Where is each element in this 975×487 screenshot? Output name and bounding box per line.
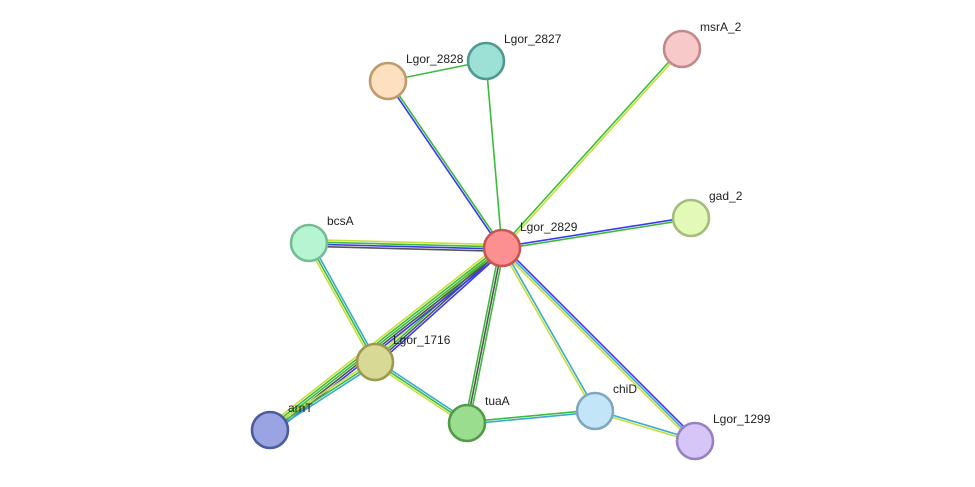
node-label: Lgor_2829 <box>520 220 578 234</box>
node-circle[interactable] <box>250 410 290 450</box>
edge-line <box>501 247 696 442</box>
node-circle[interactable] <box>671 198 711 238</box>
edge-line <box>502 218 692 250</box>
node-Lgor_2829[interactable]: Lgor_2829 <box>482 220 578 268</box>
node-circle[interactable] <box>355 342 395 382</box>
edge-line <box>308 245 502 253</box>
edge-line <box>466 409 595 423</box>
node-circle[interactable] <box>575 391 615 431</box>
node-label: arnT <box>288 401 313 415</box>
edge-Lgor_2829-Lgor_1299 <box>499 245 698 444</box>
node-circle[interactable] <box>289 223 329 263</box>
edge-line <box>499 248 695 444</box>
edge-line <box>485 60 503 249</box>
edge-line <box>500 248 595 412</box>
node-circle[interactable] <box>675 421 715 461</box>
edge-tuaA-chiD <box>466 409 596 425</box>
edge-Lgor_2829-tuaA <box>464 247 505 424</box>
edge-line <box>268 359 375 429</box>
edge-line <box>388 79 504 248</box>
edge-line <box>386 81 502 250</box>
edge-Lgor_2829-Lgor_2828 <box>386 79 504 250</box>
edge-line <box>467 411 596 425</box>
node-Lgor_1716[interactable]: Lgor_1716 <box>355 333 451 382</box>
edge-line <box>501 216 691 248</box>
node-label: Lgor_1299 <box>713 412 771 426</box>
node-circle[interactable] <box>662 29 702 69</box>
edge-Lgor_2829-bcsA <box>308 238 503 253</box>
nodes-layer: Lgor_2829 Lgor_2828 Lgor_2827 msrA_2 gad_2bc… <box>250 20 771 461</box>
node-chiD[interactable]: chiD <box>575 382 637 431</box>
edge-Lgor_2829-chiD <box>500 247 597 412</box>
node-circle[interactable] <box>447 403 487 443</box>
edge-line <box>306 243 374 364</box>
edge-line <box>468 248 505 424</box>
node-label: Lgor_1716 <box>393 333 451 347</box>
node-Lgor_2827[interactable]: Lgor_2827 <box>466 32 562 81</box>
node-bcsA[interactable]: bcsA <box>289 214 354 263</box>
edge-line <box>502 247 597 411</box>
edge-line <box>464 247 501 423</box>
edge-line <box>309 238 503 246</box>
edge-line <box>466 247 503 424</box>
edge-line <box>308 243 502 250</box>
edge-bcsA-Lgor_1716 <box>306 241 378 364</box>
node-label: gad_2 <box>709 189 743 203</box>
node-label: chiD <box>613 382 637 396</box>
edge-line <box>308 242 376 363</box>
node-label: Lgor_2827 <box>504 32 562 46</box>
node-label: Lgor_2828 <box>406 52 464 66</box>
edge-Lgor_2829-gad_2 <box>501 216 692 250</box>
node-circle[interactable] <box>482 228 522 268</box>
node-msrA_2[interactable]: msrA_2 <box>662 20 742 69</box>
edge-line <box>500 47 682 248</box>
edge-line <box>270 363 377 433</box>
edge-line <box>268 245 502 429</box>
edge-Lgor_1716-arnT <box>268 359 377 433</box>
edge-line <box>266 243 500 428</box>
node-arnT[interactable]: arnT <box>250 401 313 450</box>
node-gad_2[interactable]: gad_2 <box>671 189 743 238</box>
node-label: tuaA <box>485 394 510 408</box>
edge-Lgor_2829-msrA_2 <box>500 47 684 250</box>
edge-line <box>502 49 684 250</box>
node-Lgor_2828[interactable]: Lgor_2828 <box>368 52 464 101</box>
node-tuaA[interactable]: tuaA <box>447 394 510 443</box>
edge-line <box>269 247 503 431</box>
edge-line <box>310 241 378 362</box>
edge-line <box>269 361 376 431</box>
edge-line <box>502 245 698 441</box>
node-circle[interactable] <box>368 61 408 101</box>
node-Lgor_1299[interactable]: Lgor_1299 <box>675 412 771 461</box>
node-circle[interactable] <box>466 41 506 81</box>
edge-Lgor_2829-Lgor_2827 <box>485 60 503 249</box>
node-label: bcsA <box>327 214 354 228</box>
node-label: msrA_2 <box>700 20 742 34</box>
edge-line <box>309 241 503 248</box>
